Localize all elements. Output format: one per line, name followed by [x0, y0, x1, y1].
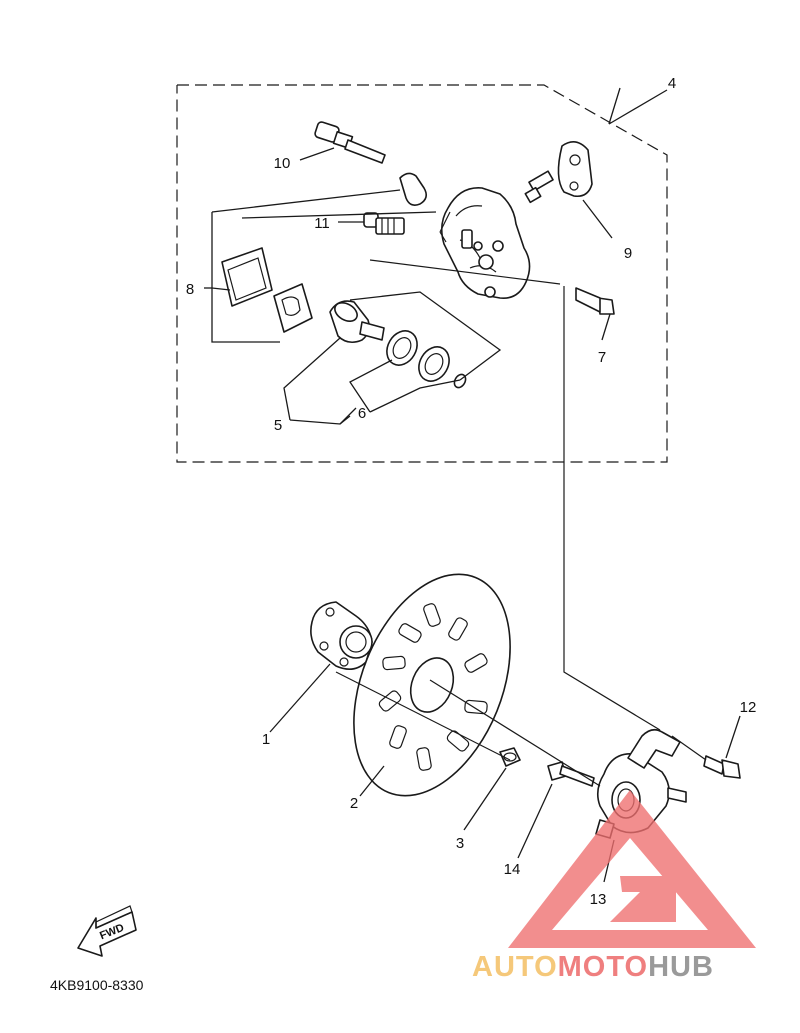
callout-11: 11 — [314, 215, 330, 232]
part-7-bolt — [575, 287, 615, 315]
caliper-body — [439, 187, 531, 299]
callout-14: 14 — [504, 861, 521, 878]
callout-4: 4 — [668, 75, 676, 92]
caliper-assembly-outline — [176, 84, 668, 463]
callout-7: 7 — [598, 349, 606, 366]
part-code: 4KB9100-8330 — [50, 977, 144, 993]
callout-12: 12 — [740, 699, 757, 716]
callout-2: 2 — [350, 795, 358, 812]
watermark-hub: HUB — [648, 951, 714, 983]
part-5-piston — [329, 300, 385, 344]
part-10-pin-bolt — [314, 121, 386, 164]
callout-6: 6 — [358, 405, 366, 422]
watermark-moto: MOTO — [558, 951, 648, 983]
watermark-brand: AUTOMOTOHUB — [472, 951, 714, 983]
callout-labels: 1 2 3 4 5 6 7 8 9 10 11 12 13 14 — [186, 75, 757, 908]
part-1-hub — [310, 601, 373, 670]
callout-5: 5 — [274, 417, 282, 434]
callout-1: 1 — [262, 731, 270, 748]
part-6-seals — [386, 330, 467, 389]
callout-9: 9 — [624, 245, 632, 262]
leader-lines — [204, 87, 741, 883]
part-14-bolt — [547, 761, 595, 787]
caliper-clip — [399, 172, 428, 206]
part-8-pads — [221, 247, 313, 333]
watermark-auto: AUTO — [472, 951, 558, 983]
assembly-axis-lines — [335, 259, 707, 787]
part-2-brake-disc — [353, 573, 511, 797]
callout-10: 10 — [274, 155, 291, 172]
callout-13: 13 — [590, 891, 607, 908]
callout-3: 3 — [456, 835, 464, 852]
fwd-arrow-icon: FWD — [77, 905, 137, 957]
part-9-bracket — [524, 141, 593, 204]
part-11-bleed-screw — [363, 212, 405, 235]
part-3-bolt — [499, 747, 521, 767]
watermark-logo — [508, 790, 756, 948]
callout-8: 8 — [186, 281, 194, 298]
part-12-bolt — [703, 755, 741, 779]
